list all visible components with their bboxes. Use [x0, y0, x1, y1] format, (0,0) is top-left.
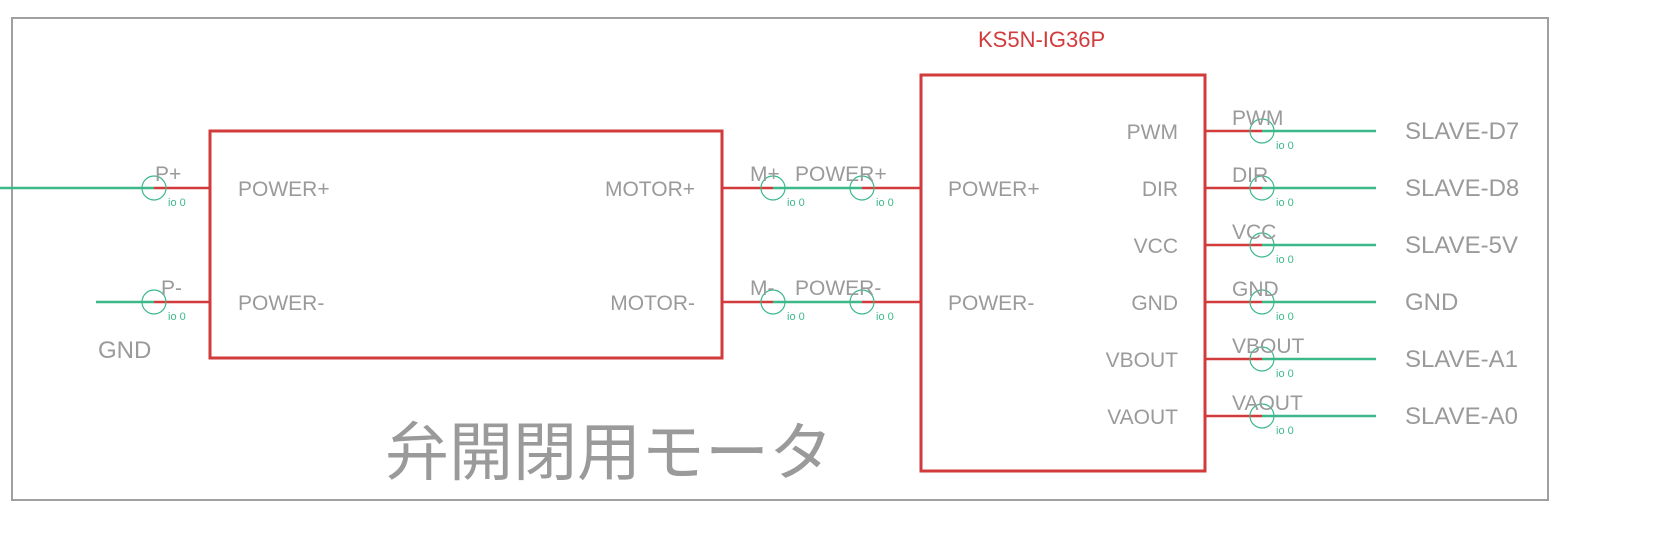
io-label: io 0 — [1276, 197, 1294, 209]
pin-name: VAOUT — [1232, 392, 1303, 415]
pin-dir[interactable]: DIR DIR io 0 SLAVE-D8 — [1142, 164, 1519, 209]
pin-label: VAOUT — [1107, 406, 1178, 429]
component-name: KS5N-IG36P — [978, 27, 1105, 52]
io-label: io 0 — [1276, 311, 1294, 323]
io-label: io 0 — [787, 197, 805, 209]
io-label: io 0 — [168, 197, 186, 209]
gnd-net-label: GND — [98, 337, 151, 364]
pin-label: MOTOR- — [610, 292, 695, 315]
pin-label: POWER+ — [948, 178, 1040, 201]
pin-label: GND — [1131, 292, 1178, 315]
net-label: SLAVE-A1 — [1405, 346, 1518, 373]
pin-name: M- — [750, 277, 775, 300]
net-label: SLAVE-A0 — [1405, 403, 1518, 430]
pin-gnd[interactable]: GND GND io 0 GND — [1131, 278, 1458, 323]
pin-label: VBOUT — [1106, 349, 1179, 372]
motor-plus-wire[interactable]: M+ POWER+ io 0 io 0 — [722, 163, 921, 209]
net-label: GND — [1405, 289, 1458, 316]
motor-driver-component[interactable]: POWER+ POWER- MOTOR+ MOTOR- — [208, 129, 724, 360]
io-label: io 0 — [168, 311, 186, 323]
pin-label: MOTOR+ — [605, 178, 695, 201]
pin-name: POWER+ — [795, 163, 887, 186]
pin-name: GND — [1232, 278, 1279, 301]
pin-vaout[interactable]: VAOUT VAOUT io 0 SLAVE-A0 — [1107, 392, 1518, 437]
pin-label: POWER+ — [238, 178, 330, 201]
pin-label: POWER- — [948, 292, 1034, 315]
io-label: io 0 — [1276, 425, 1294, 437]
net-label: SLAVE-5V — [1405, 232, 1518, 259]
pin-name: P+ — [155, 163, 181, 186]
driver-power-minus-pin[interactable]: io 0 P- — [96, 277, 210, 323]
pin-name: VCC — [1232, 221, 1276, 244]
sheet-frame — [11, 17, 1549, 501]
pin-label: VCC — [1134, 235, 1178, 258]
pin-label: DIR — [1142, 178, 1178, 201]
io-label: io 0 — [876, 311, 894, 323]
io-label: io 0 — [876, 197, 894, 209]
pin-label: POWER- — [238, 292, 324, 315]
pin-name: VBOUT — [1232, 335, 1305, 358]
net-label: SLAVE-D8 — [1405, 175, 1519, 202]
pin-name: P- — [161, 277, 182, 300]
diagram-title: 弁開閉用モータ — [385, 417, 833, 489]
io-label: io 0 — [1276, 254, 1294, 266]
pin-name: POWER- — [795, 277, 881, 300]
io-label: io 0 — [1276, 368, 1294, 380]
pin-name: PWM — [1232, 107, 1283, 130]
pin-name: M+ — [750, 163, 780, 186]
motor-component[interactable]: KS5N-IG36P POWER+ POWER- — [919, 27, 1207, 473]
net-label: SLAVE-D7 — [1405, 118, 1519, 145]
io-label: io 0 — [787, 311, 805, 323]
pin-vbout[interactable]: VBOUT VBOUT io 0 SLAVE-A1 — [1106, 335, 1518, 380]
io-label: io 0 — [1276, 140, 1294, 152]
pin-name: DIR — [1232, 164, 1268, 187]
driver-power-plus-pin[interactable]: io 0 P+ — [0, 163, 210, 209]
pin-pwm[interactable]: PWM PWM io 0 SLAVE-D7 — [1127, 107, 1520, 152]
motor-minus-wire[interactable]: M- POWER- io 0 io 0 — [722, 277, 921, 323]
driver-body — [208, 129, 724, 360]
pin-label: PWM — [1127, 121, 1178, 144]
motor-body — [919, 73, 1207, 473]
